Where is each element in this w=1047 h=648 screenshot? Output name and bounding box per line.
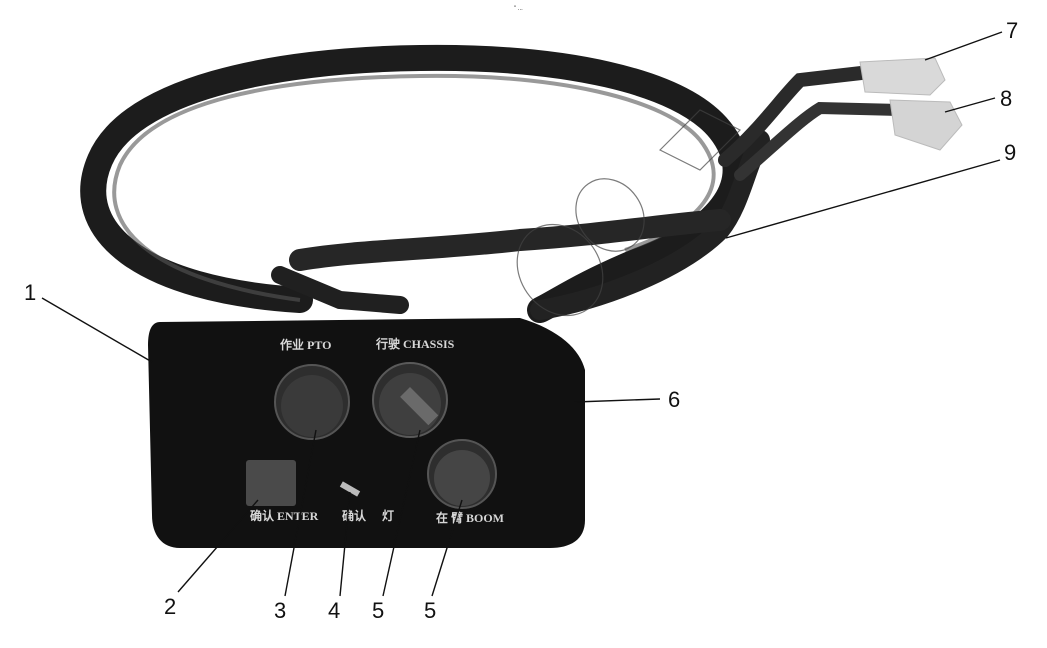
knob-boom <box>427 439 497 509</box>
label-pto: 作业 PTO <box>280 337 331 352</box>
leader-3 <box>284 429 317 597</box>
leader-4 <box>339 491 351 597</box>
label-boom: 在 臂 BOOM <box>436 510 504 525</box>
leader-5b <box>431 499 463 597</box>
top-mark: " ... <box>514 6 523 12</box>
callout-4: 4 <box>328 598 340 623</box>
leader-9 <box>725 159 1001 239</box>
connector-8 <box>889 99 963 151</box>
label-chassis: 行驶 CHASSIS <box>375 336 455 351</box>
leader-2 <box>177 499 259 593</box>
enter-button <box>246 460 296 506</box>
label-mid-right: 灯 <box>382 508 394 523</box>
toggle-switch <box>339 481 361 497</box>
callout-2: 2 <box>164 594 176 619</box>
callout-3: 3 <box>274 598 286 623</box>
callout-6: 6 <box>668 387 680 412</box>
leader-5a <box>382 429 421 597</box>
knob-chassis <box>372 362 448 438</box>
callout-5b: 5 <box>424 598 436 623</box>
leader-8 <box>944 97 996 113</box>
callout-5a: 5 <box>372 598 384 623</box>
callout-9: 9 <box>1004 140 1016 165</box>
callout-1: 1 <box>24 280 36 305</box>
callout-8: 8 <box>1000 86 1012 111</box>
label-mid: 确认 <box>342 508 367 523</box>
leader-7 <box>924 31 1003 61</box>
cable-harness <box>80 44 906 323</box>
connector-7 <box>859 57 946 96</box>
knob-pto <box>274 364 350 440</box>
leader-1 <box>41 297 153 363</box>
leader-6 <box>574 398 661 403</box>
control-panel <box>148 318 585 548</box>
watermark-outline <box>516 109 742 317</box>
label-enter: 确认 ENTER <box>250 508 319 523</box>
callout-7: 7 <box>1006 18 1018 43</box>
